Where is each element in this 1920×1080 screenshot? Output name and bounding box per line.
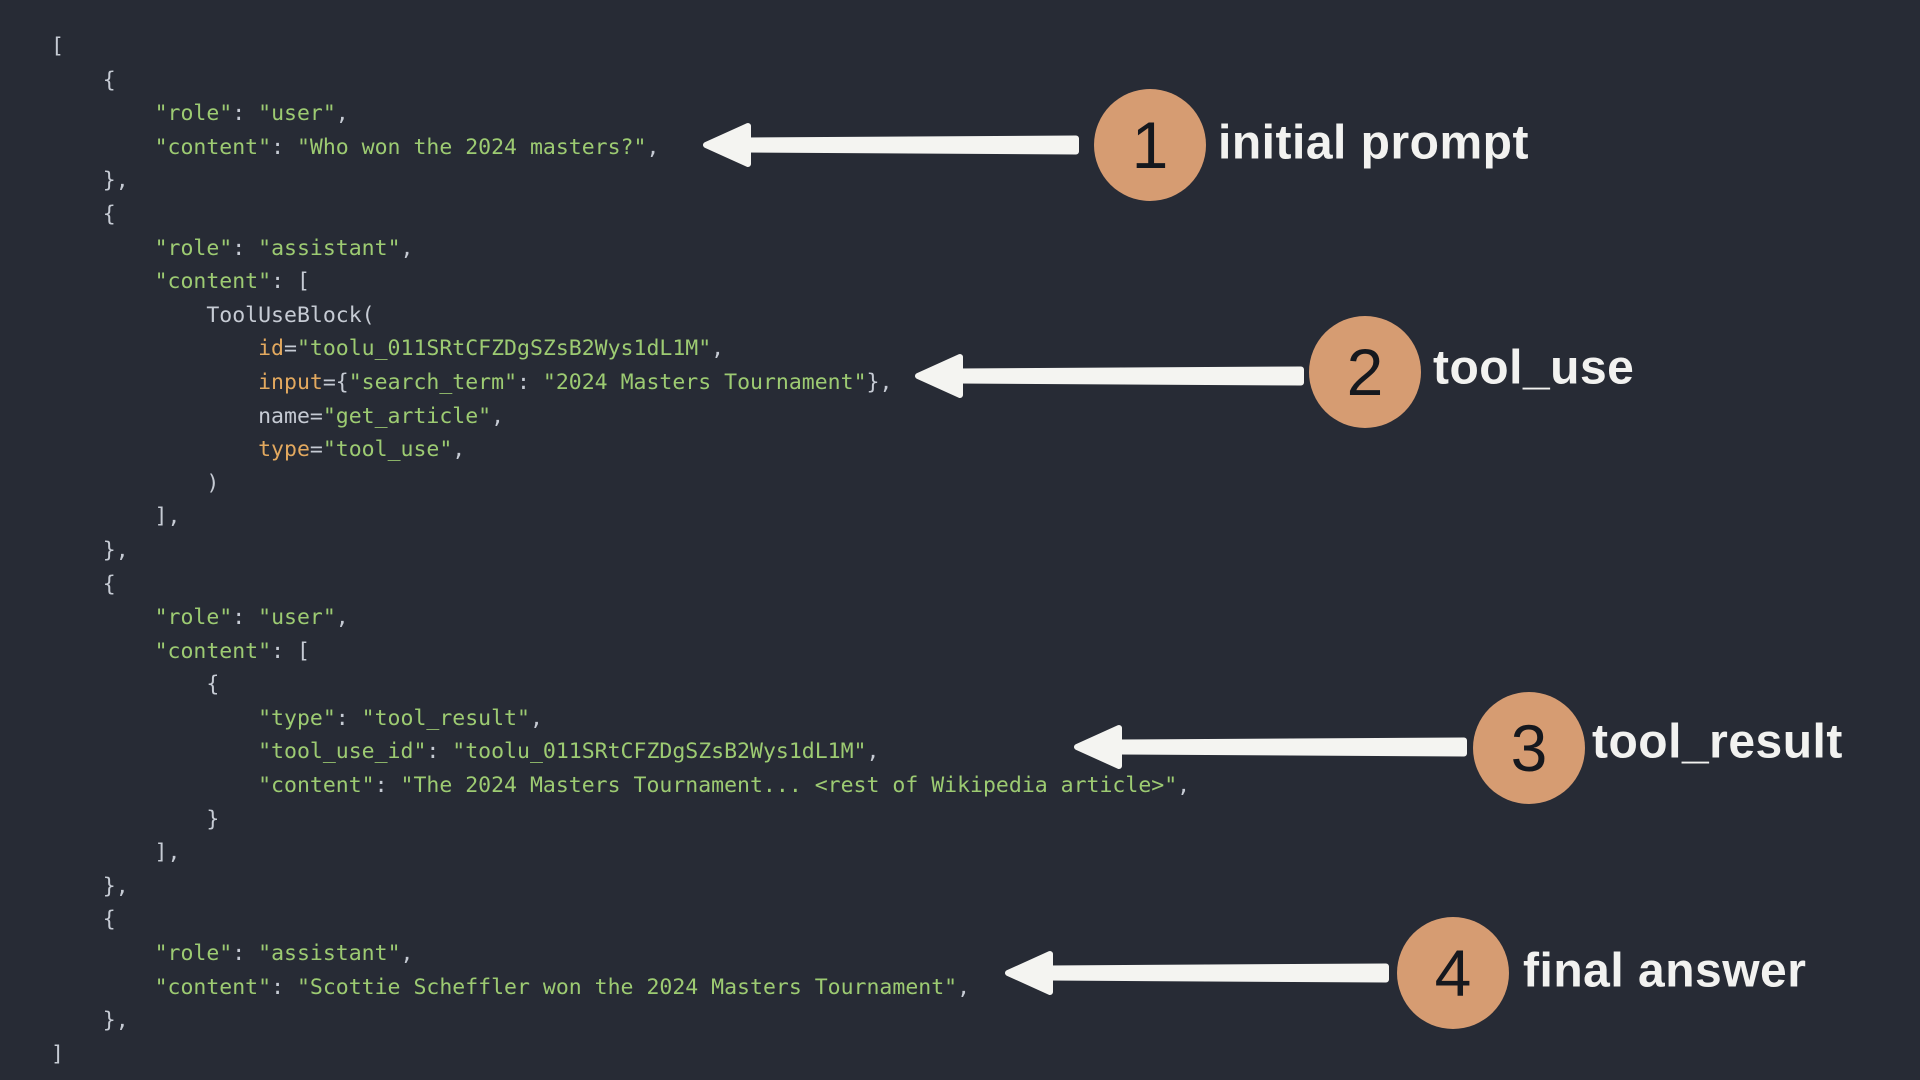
- code-line: },: [51, 873, 129, 899]
- arrow-left-icon-1: [703, 123, 1079, 167]
- code-line: "role": "user",: [154, 101, 349, 127]
- code-line: "role": "user",: [154, 605, 349, 631]
- arrow-left-icon-3: [1074, 725, 1467, 769]
- code-line: {: [51, 907, 116, 933]
- code-line: "content": "Scottie Scheffler won the 20…: [154, 974, 971, 1000]
- callout-label-initial-prompt: initial prompt: [1218, 116, 1529, 170]
- callout-circle-1: 1: [1094, 89, 1206, 201]
- code-line: {: [51, 571, 116, 597]
- code-line: "content": "The 2024 Masters Tournament.…: [258, 773, 1191, 799]
- code-line: input={"search_term": "2024 Masters Tour…: [258, 369, 893, 395]
- code-line: },: [51, 537, 129, 563]
- code-line: ToolUseBlock(: [51, 302, 375, 328]
- code-line: {: [51, 67, 116, 93]
- code-line: "content": [: [154, 269, 310, 295]
- code-line: "content": "Who won the 2024 masters?",: [154, 134, 660, 160]
- callout-number-1: 1: [1131, 108, 1169, 182]
- callout-circle-3: 3: [1473, 692, 1585, 804]
- code-line: [: [51, 34, 64, 59]
- callout-number-2: 2: [1346, 335, 1384, 409]
- code-line: "type": "tool_result",: [258, 705, 543, 731]
- code-line: {: [51, 672, 220, 698]
- code-line: "role": "assistant",: [154, 941, 414, 967]
- code-line: },: [51, 168, 129, 194]
- code-line: ],: [51, 840, 181, 866]
- callout-label-tool-result: tool_result: [1592, 715, 1843, 769]
- code-line: "role": "assistant",: [154, 235, 414, 261]
- code-line: "tool_use_id": "toolu_011SRtCFZDgSZsB2Wy…: [258, 739, 880, 765]
- code-line: name="get_article",: [51, 403, 505, 429]
- callout-label-final-answer: final answer: [1523, 944, 1807, 998]
- code-line: },: [51, 1008, 129, 1034]
- code-line: ]: [51, 1041, 64, 1067]
- callout-circle-4: 4: [1397, 917, 1509, 1029]
- code-block: [ { "role": "user", "content": "Who won …: [51, 30, 1190, 1071]
- callout-circle-2: 2: [1309, 316, 1421, 428]
- arrow-left-icon-2: [915, 354, 1304, 398]
- code-line: id="toolu_011SRtCFZDgSZsB2Wys1dL1M",: [258, 336, 725, 362]
- code-line: ],: [51, 504, 181, 530]
- callout-number-4: 4: [1434, 936, 1472, 1010]
- callout-label-tool-use: tool_use: [1433, 341, 1635, 395]
- code-line: "content": [: [154, 638, 310, 664]
- code-line: ): [51, 470, 220, 496]
- code-line: {: [51, 201, 116, 227]
- callout-number-3: 3: [1510, 711, 1548, 785]
- code-line: }: [51, 806, 220, 832]
- arrow-left-icon-4: [1005, 951, 1389, 995]
- code-line: type="tool_use",: [258, 437, 466, 463]
